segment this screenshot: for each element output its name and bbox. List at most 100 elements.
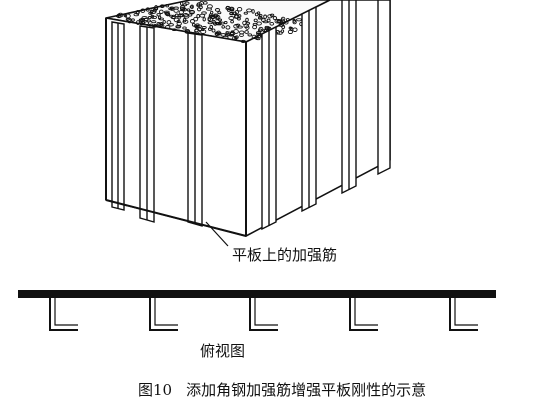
texture-dot [140,8,146,13]
texture-dot [207,21,213,25]
texture-dot [151,20,157,24]
texture-dot [196,3,200,7]
texture-dot [269,13,275,17]
texture-dot [157,15,162,20]
texture-dot [165,12,171,17]
texture-dot [280,16,286,22]
texture-dot [206,4,213,9]
texture-dot [200,29,207,34]
texture-dot [214,32,221,36]
texture-dot [170,7,174,11]
texture-dot [278,23,285,27]
texture-dot [173,17,180,23]
texture-dot [208,27,212,31]
texture-dot [201,28,205,32]
texture-dot [189,19,196,24]
texture-dot [225,5,230,9]
texture-dot [175,25,181,29]
top-view-angles [49,298,478,331]
texture-dot [115,14,122,18]
top-view-label: 俯视图 [200,342,246,360]
texture-dot [233,14,240,19]
texture-dot [251,34,257,40]
texture-dot [230,19,234,24]
angle-stiffener [49,298,78,331]
texture-dot [240,39,246,43]
texture-dot [255,31,262,35]
texture-dot [221,25,225,29]
texture-dot [144,21,150,25]
texture-dot [135,9,140,15]
texture-dot [230,30,235,34]
texture-dot [202,17,206,22]
texture-dot [214,8,221,12]
angle-stiffener-inner [454,298,478,326]
angle-stiffener [249,298,278,331]
texture-dot [193,16,199,22]
texture-dot [258,26,264,32]
texture-dot [159,23,165,29]
texture-dot [218,21,222,26]
texture-dot [258,15,262,20]
texture-dot [234,35,239,39]
texture-dot [163,10,170,14]
angle-stiffener-inner [154,298,178,326]
texture-dot [171,28,177,32]
texture-dot [145,7,150,12]
texture-dot [178,9,184,15]
texture-dot [173,6,179,10]
texture-dot [252,22,258,26]
texture-dot [135,20,141,25]
texture-dot [269,21,275,26]
side-ribs [261,0,391,231]
texture-dot [170,16,176,19]
texture-dot [153,23,158,28]
top-view-plate [18,290,496,298]
texture-dot [207,17,214,22]
texture-dot [243,11,248,15]
texture-dot [139,17,146,23]
texture-dot [156,21,161,26]
texture-dot [222,35,229,39]
texture-dot [193,24,200,28]
texture-dot [184,1,190,5]
texture-dot [188,9,195,14]
texture-dot [289,27,294,31]
texture-dot [292,19,296,23]
texture-dot [196,7,202,12]
figure-caption-text: 添加角钢加强筋增强平板刚性的示意 [186,381,427,399]
texture-dot [247,33,253,37]
angle-stiffener [149,298,178,331]
texture-dot [179,5,186,10]
texture-dot [242,20,247,26]
texture-dot [245,17,249,23]
texture-dot [151,15,157,20]
front-ribs [111,21,203,227]
texture-dot [256,32,262,37]
texture-dot [154,5,159,10]
texture-dot [211,28,216,33]
texture-dot [229,12,235,16]
texture-dot [168,23,174,27]
texture-dot [199,0,204,6]
texture-dot [210,10,214,15]
texture-dot [174,13,179,18]
texture-dot [217,18,223,22]
texture-dot [201,26,207,29]
texture-dot [159,4,165,8]
angle-stiffener-inner [254,298,278,326]
texture-dot [235,23,241,27]
texture-dot [244,30,249,34]
texture-dot [283,20,289,25]
texture-dot [253,18,258,23]
texture-dot [228,16,235,21]
texture-dot [261,18,266,22]
texture-dot [272,16,278,21]
texture-dot [158,9,164,14]
texture-dot [239,33,244,38]
texture-dot [176,21,182,26]
texture-dot [254,12,259,17]
texture-dot [229,6,235,11]
